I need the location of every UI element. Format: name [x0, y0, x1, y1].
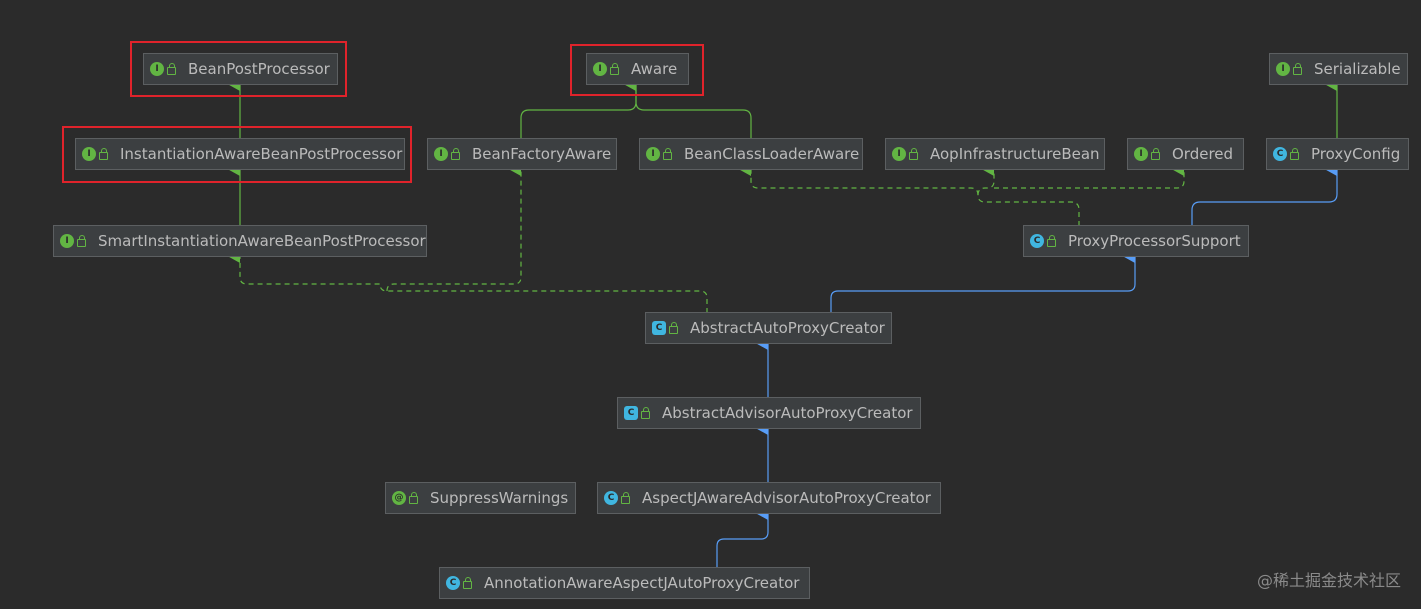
node-suppress-warnings[interactable]: @ SuppressWarnings [385, 482, 576, 514]
public-lock-icon [1293, 63, 1302, 75]
interface-icon: I [1134, 147, 1148, 161]
public-lock-icon [1290, 148, 1299, 160]
abstract-class-icon: C [624, 406, 638, 420]
node-aspectj-aware-advisor-auto-proxy-creator[interactable]: C AspectJAwareAdvisorAutoProxyCreator [597, 482, 941, 514]
node-label: AbstractAutoProxyCreator [690, 319, 885, 337]
edge-pps-to-proxyconfig [1191, 164, 1338, 226]
interface-icon: I [892, 147, 906, 161]
node-smart-instantiation-aware[interactable]: I SmartInstantiationAwareBeanPostProcess… [53, 225, 427, 257]
node-label: ProxyProcessorSupport [1068, 232, 1241, 250]
node-bean-class-loader-aware[interactable]: I BeanClassLoaderAware [639, 138, 863, 170]
interface-icon: I [646, 147, 660, 161]
public-lock-icon [1151, 148, 1160, 160]
edge-pps-to-ordered [994, 164, 1185, 189]
edge-bcla-to-aware [635, 85, 752, 139]
node-abstract-auto-proxy-creator[interactable]: C AbstractAutoProxyCreator [645, 312, 892, 344]
public-lock-icon [669, 322, 678, 334]
edge-pps-to-aop [977, 164, 995, 196]
public-lock-icon [1047, 235, 1056, 247]
node-aware[interactable]: I Aware [586, 53, 689, 85]
node-label: BeanPostProcessor [188, 60, 330, 78]
node-label: Aware [631, 60, 678, 78]
node-label: Serializable [1314, 60, 1401, 78]
edge-pps-to-bcla [740, 164, 1080, 226]
node-proxy-config[interactable]: C ProxyConfig [1266, 138, 1409, 170]
node-abstract-advisor-auto-proxy-creator[interactable]: C AbstractAdvisorAutoProxyCreator [617, 397, 921, 429]
node-proxy-processor-support[interactable]: C ProxyProcessorSupport [1023, 225, 1249, 257]
node-aop-infrastructure-bean[interactable]: I AopInfrastructureBean [885, 138, 1105, 170]
interface-icon: I [1276, 62, 1290, 76]
public-lock-icon [451, 148, 460, 160]
node-serializable[interactable]: I Serializable [1269, 53, 1408, 85]
interface-icon: I [150, 62, 164, 76]
interface-icon: I [82, 147, 96, 161]
interface-icon: I [434, 147, 448, 161]
public-lock-icon [77, 235, 86, 247]
edge-annotation-to-aspectj [716, 508, 769, 568]
public-lock-icon [409, 492, 418, 504]
public-lock-icon [641, 407, 650, 419]
highlight-instantiation-aware [62, 126, 412, 183]
node-bean-factory-aware[interactable]: I BeanFactoryAware [427, 138, 617, 170]
node-ordered[interactable]: I Ordered [1127, 138, 1244, 170]
public-lock-icon [610, 63, 619, 75]
highlight-bean-post-processor [130, 41, 347, 97]
node-label: SmartInstantiationAwareBeanPostProcessor [98, 232, 426, 250]
class-icon: C [446, 576, 460, 590]
edge-aapc-to-smart [229, 251, 708, 313]
public-lock-icon [909, 148, 918, 160]
class-icon: C [1273, 147, 1287, 161]
public-lock-icon [99, 148, 108, 160]
node-label: ProxyConfig [1311, 145, 1401, 163]
node-label: AopInfrastructureBean [930, 145, 1100, 163]
edge-aapc-to-bfa [386, 164, 522, 292]
class-icon: C [1030, 234, 1044, 248]
node-label: AbstractAdvisorAutoProxyCreator [662, 404, 913, 422]
annotation-icon: @ [392, 491, 406, 505]
class-icon: C [604, 491, 618, 505]
watermark: @稀土掘金技术社区 [1256, 571, 1401, 590]
public-lock-icon [663, 148, 672, 160]
node-label: Ordered [1172, 145, 1234, 163]
node-instantiation-aware[interactable]: I InstantiationAwareBeanPostProcessor [75, 138, 405, 170]
interface-icon: I [60, 234, 74, 248]
edge-bfa-to-aware [520, 79, 637, 139]
node-label: AnnotationAwareAspectJAutoProxyCreator [484, 574, 800, 592]
node-label: BeanClassLoaderAware [684, 145, 860, 163]
abstract-class-icon: C [652, 321, 666, 335]
node-label: InstantiationAwareBeanPostProcessor [120, 145, 403, 163]
public-lock-icon [463, 577, 472, 589]
node-bean-post-processor[interactable]: I BeanPostProcessor [143, 53, 338, 85]
node-annotation-aware-aspectj-auto-proxy-creator[interactable]: C AnnotationAwareAspectJAutoProxyCreator [439, 567, 810, 599]
node-label: BeanFactoryAware [472, 145, 612, 163]
node-label: AspectJAwareAdvisorAutoProxyCreator [642, 489, 931, 507]
public-lock-icon [167, 63, 176, 75]
edge-aapc-to-pps [830, 251, 1136, 313]
interface-icon: I [593, 62, 607, 76]
node-label: SuppressWarnings [430, 489, 569, 507]
highlight-aware [570, 44, 704, 96]
public-lock-icon [621, 492, 630, 504]
